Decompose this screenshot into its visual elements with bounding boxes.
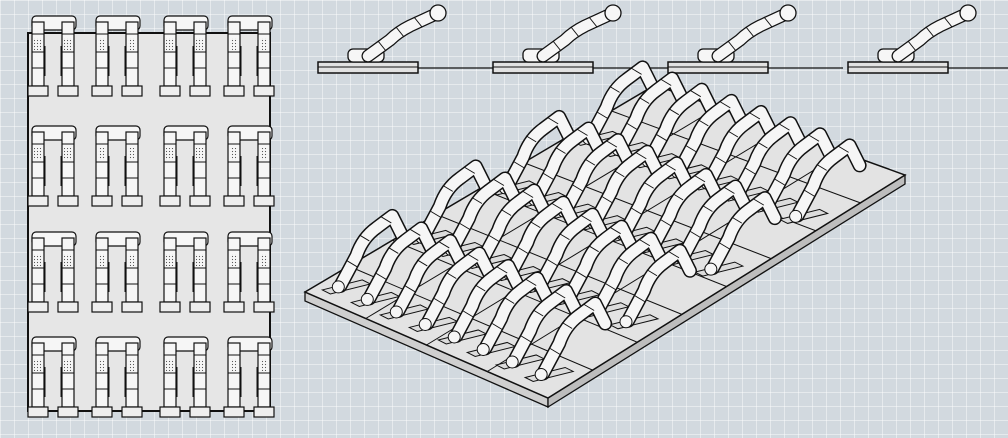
- elevation-unit[interactable]: [492, 4, 668, 74]
- perspective-unit[interactable]: [407, 246, 497, 332]
- plan-tube-frame: [223, 15, 275, 97]
- plan-unit-group[interactable]: [27, 125, 143, 207]
- plan-unit-group[interactable]: [27, 336, 143, 418]
- perspective-unit[interactable]: [608, 243, 697, 330]
- elevation-unit[interactable]: [847, 4, 1008, 74]
- perspective-unit[interactable]: [693, 191, 782, 277]
- plan-unit-group[interactable]: [27, 231, 143, 313]
- plan-tube-frame: [223, 336, 275, 418]
- plan-tube-frame: [27, 15, 79, 97]
- plan-tube-frame: [159, 231, 211, 313]
- plan-tube-frame: [159, 336, 211, 418]
- plan-tube-frame: [159, 15, 211, 97]
- plan-tube-frame: [91, 231, 143, 313]
- perspective-unit[interactable]: [378, 233, 468, 320]
- plan-tube-frame: [27, 336, 79, 418]
- plan-unit-group[interactable]: [159, 125, 275, 207]
- plan-unit-group[interactable]: [159, 336, 275, 418]
- elevation-unit[interactable]: [317, 4, 493, 74]
- plan-tube-frame: [27, 125, 79, 207]
- perspective-unit[interactable]: [349, 221, 439, 307]
- plan-tube-frame: [223, 125, 275, 207]
- plan-tube-frame: [91, 336, 143, 418]
- perspective-unit[interactable]: [436, 258, 526, 345]
- plan-tube-frame: [223, 231, 275, 313]
- plan-tube-frame: [91, 15, 143, 97]
- perspective-unit[interactable]: [523, 296, 613, 383]
- plan-unit-group[interactable]: [159, 15, 275, 97]
- plan-unit-group[interactable]: [159, 231, 275, 313]
- perspective-unit[interactable]: [630, 82, 719, 169]
- plan-unit-group[interactable]: [27, 15, 143, 97]
- plan-tube-frame: [159, 125, 211, 207]
- plan-tube-frame: [27, 231, 79, 313]
- plan-tube-frame: [91, 125, 143, 207]
- perspective-unit[interactable]: [600, 71, 690, 158]
- perspective-unit[interactable]: [778, 138, 867, 224]
- elevation-unit[interactable]: [667, 4, 843, 74]
- perspective-unit[interactable]: [494, 283, 584, 370]
- perspective-unit[interactable]: [320, 208, 410, 295]
